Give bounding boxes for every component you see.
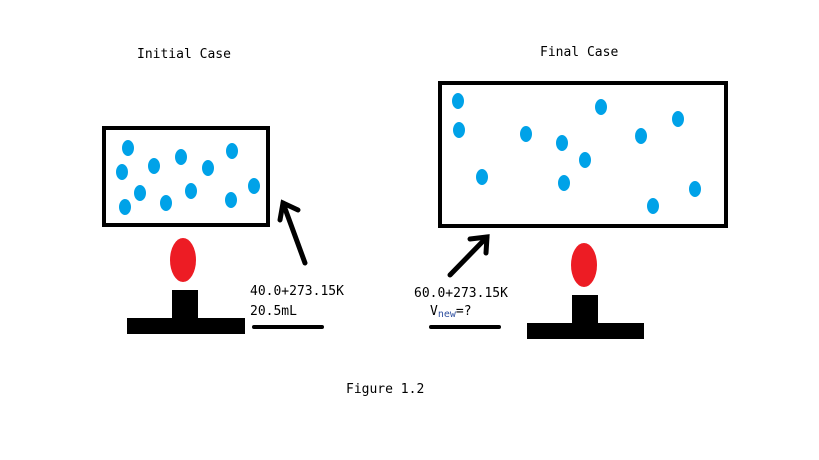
gas-particle [134, 185, 146, 201]
gas-particle [689, 181, 701, 197]
gas-particle [185, 183, 197, 199]
final-container [438, 81, 728, 228]
gas-particle [119, 199, 131, 215]
gas-particle [116, 164, 128, 180]
left-flame-icon [170, 238, 196, 282]
gas-particle [672, 111, 684, 127]
right-flame-icon [571, 243, 597, 287]
gas-particle [558, 175, 570, 191]
gas-particle [452, 93, 464, 109]
right-arrow-icon [447, 234, 490, 278]
right-burner [527, 295, 644, 339]
gas-particle [595, 99, 607, 115]
gas-particle [122, 140, 134, 156]
gas-particle [160, 195, 172, 211]
gas-particle [476, 169, 488, 185]
left-arrow-icon [277, 199, 308, 266]
gas-particle [556, 135, 568, 151]
gas-particle [202, 160, 214, 176]
gas-particle [647, 198, 659, 214]
gas-particle [635, 128, 647, 144]
figure-caption: Figure 1.2 [346, 382, 424, 397]
gas-particle [225, 192, 237, 208]
initial-volume: 20.5mL [250, 304, 297, 319]
initial-case-title: Initial Case [137, 47, 231, 62]
final-volume: Vnew=? [430, 304, 472, 320]
gas-particle [520, 126, 532, 142]
initial-container [102, 126, 270, 227]
gas-particle [226, 143, 238, 159]
gas-particle [579, 152, 591, 168]
final-case-title: Final Case [540, 45, 618, 60]
initial-temperature: 40.0+273.15K [250, 284, 344, 299]
final-temperature: 60.0+273.15K [414, 286, 508, 301]
gas-particle [248, 178, 260, 194]
left-burner [127, 290, 245, 334]
gas-particle [148, 158, 160, 174]
gas-particle [453, 122, 465, 138]
gas-particle [175, 149, 187, 165]
